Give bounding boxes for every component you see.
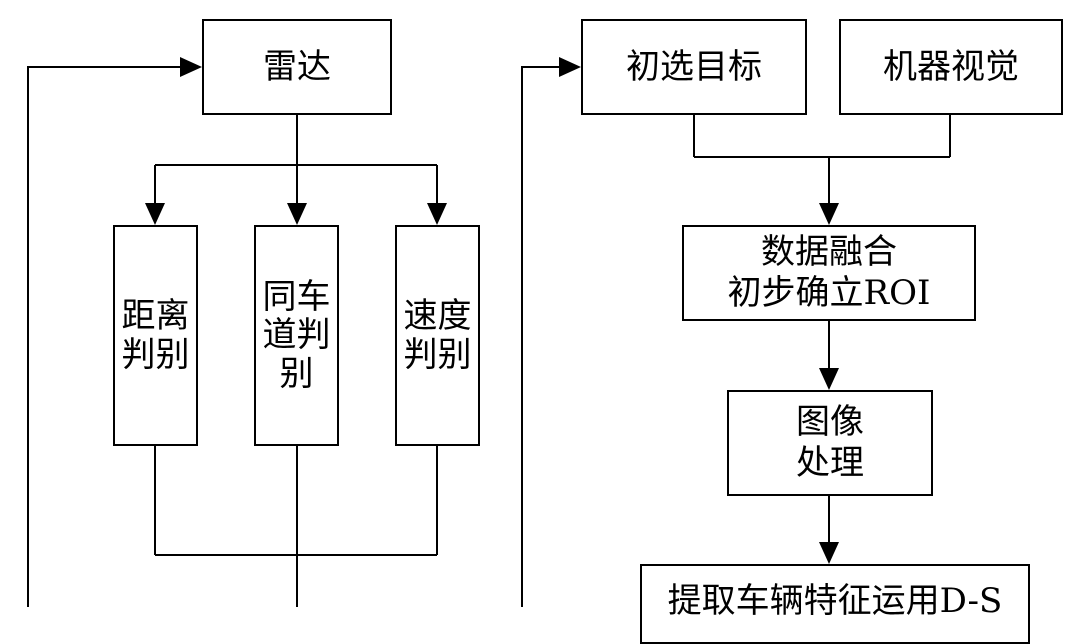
feature-extraction-label: 提取车辆特征运用D-S: [667, 581, 1003, 621]
speed-label-line-2: 判别: [403, 334, 472, 375]
data-fusion-label-line-2: 初步确立ROI: [727, 273, 931, 313]
feedback-line-left: [27, 66, 198, 607]
arrow-to-initial-target: [559, 57, 581, 77]
image-processing-label-line-2: 处理: [796, 443, 864, 483]
machine-vision-label: 机器视觉: [883, 46, 1019, 87]
same-lane-judgment-box: 同车 道判 别: [254, 225, 339, 446]
initial-target-label: 初选目标: [626, 46, 762, 87]
arrow-to-radar: [180, 57, 202, 77]
radar-label: 雷达: [263, 46, 331, 87]
speed-label-line-1: 速度: [403, 296, 472, 337]
same-lane-label-line-2: 道判: [262, 315, 331, 356]
speed-judgment-box: 速度 判别: [395, 225, 480, 446]
same-lane-label-line-1: 同车: [262, 277, 331, 318]
distance-label-line-1: 距离: [121, 296, 190, 337]
initial-target-box: 初选目标: [581, 19, 807, 115]
data-fusion-box: 数据融合 初步确立ROI: [682, 225, 976, 321]
image-processing-box: 图像 处理: [727, 390, 933, 496]
distance-judgment-box: 距离 判别: [113, 225, 198, 446]
connector-lines: [27, 57, 951, 607]
image-processing-label-line-1: 图像: [796, 402, 864, 443]
distance-label-line-2: 判别: [121, 334, 190, 375]
feedback-line-right: [521, 66, 562, 607]
machine-vision-box: 机器视觉: [839, 19, 1063, 115]
same-lane-label-line-3: 别: [279, 353, 314, 394]
data-fusion-label-line-1: 数据融合: [761, 232, 897, 273]
feature-extraction-box: 提取车辆特征运用D-S: [640, 564, 1030, 644]
radar-box: 雷达: [202, 19, 392, 115]
